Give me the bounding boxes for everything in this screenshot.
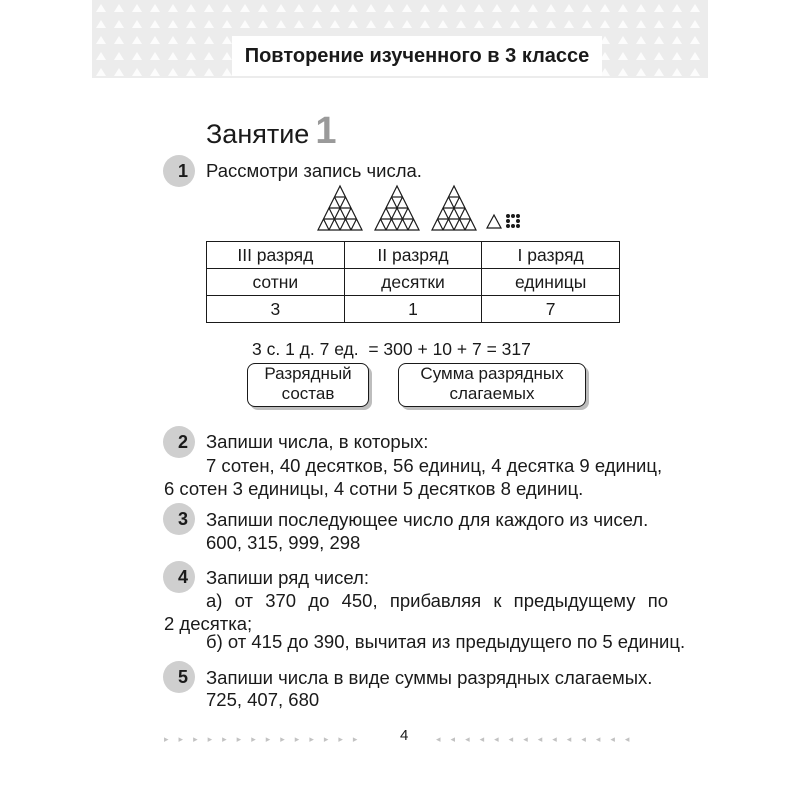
table-cell: I разряд bbox=[481, 241, 620, 269]
page-header-title: Повторение изученного в 3 классе bbox=[232, 36, 602, 76]
task-number-badge: 4 bbox=[163, 561, 195, 593]
label-line: Разрядный bbox=[264, 364, 352, 383]
hundreds-triangles-illustration bbox=[317, 184, 520, 231]
task-number-badge: 2 bbox=[163, 426, 195, 458]
task-text: а) от 370 до 450, прибавляя к предыдущем… bbox=[206, 590, 668, 611]
table-cell: 7 bbox=[481, 295, 620, 323]
table-row: III разряд II разряд I разряд bbox=[206, 241, 620, 269]
table-cell: единицы bbox=[481, 268, 620, 296]
task-text: 2 десятка; bbox=[164, 613, 253, 634]
task-text: Запиши последующее число для каждого из … bbox=[206, 509, 649, 530]
place-value-table: III разряд II разряд I разряд сотни деся… bbox=[206, 241, 620, 323]
table-cell: сотни bbox=[206, 268, 345, 296]
label-box-composition: Разрядный состав bbox=[247, 363, 369, 407]
task-text: Рассмотри запись числа. bbox=[206, 160, 422, 181]
table-cell: десятки bbox=[343, 268, 483, 296]
table-row: 3 1 7 bbox=[206, 295, 620, 323]
task-text: б) от 415 до 390, вычитая из предыдущего… bbox=[206, 631, 686, 652]
task-text: 7 сотен, 40 десятков, 56 единиц, 4 десят… bbox=[206, 455, 663, 476]
table-row: сотни десятки единицы bbox=[206, 268, 620, 296]
task-text: 6 сотен 3 единицы, 4 сотни 5 десятков 8 … bbox=[164, 478, 584, 499]
label-box-sum: Сумма разрядных слагаемых bbox=[398, 363, 586, 407]
lesson-title: Занятие 1 bbox=[206, 110, 336, 153]
page-number: 4 bbox=[400, 727, 409, 744]
task-text: Запиши ряд чисел: bbox=[206, 567, 369, 588]
table-cell: 1 bbox=[343, 295, 483, 323]
label-line: состав bbox=[281, 384, 335, 403]
task-text: 600, 315, 999, 298 bbox=[206, 532, 361, 553]
table-cell: III разряд bbox=[206, 241, 345, 269]
task-number-badge: 5 bbox=[163, 661, 195, 693]
label-line: слагаемых bbox=[449, 384, 535, 403]
task-text: Запиши числа, в которых: bbox=[206, 431, 429, 452]
task-text: 725, 407, 680 bbox=[206, 689, 320, 710]
table-cell: II разряд bbox=[343, 241, 483, 269]
lesson-word: Занятие bbox=[206, 119, 310, 149]
task-number-badge: 3 bbox=[163, 503, 195, 535]
label-line: Сумма разрядных bbox=[420, 364, 564, 383]
place-value-equation: 3 с. 1 д. 7 ед. = 300 + 10 + 7 = 317 bbox=[252, 339, 531, 359]
lesson-number: 1 bbox=[315, 110, 337, 152]
footer-decoration-left: ▸▸▸▸▸▸▸▸▸▸▸▸▸▸ bbox=[164, 734, 358, 744]
task-text: Запиши числа в виде суммы разрядных слаг… bbox=[206, 667, 653, 688]
footer-decoration-right: ◂◂◂◂◂◂◂◂◂◂◂◂◂◂ bbox=[436, 734, 630, 744]
table-cell: 3 bbox=[206, 295, 345, 323]
task-number-badge: 1 bbox=[163, 155, 195, 187]
